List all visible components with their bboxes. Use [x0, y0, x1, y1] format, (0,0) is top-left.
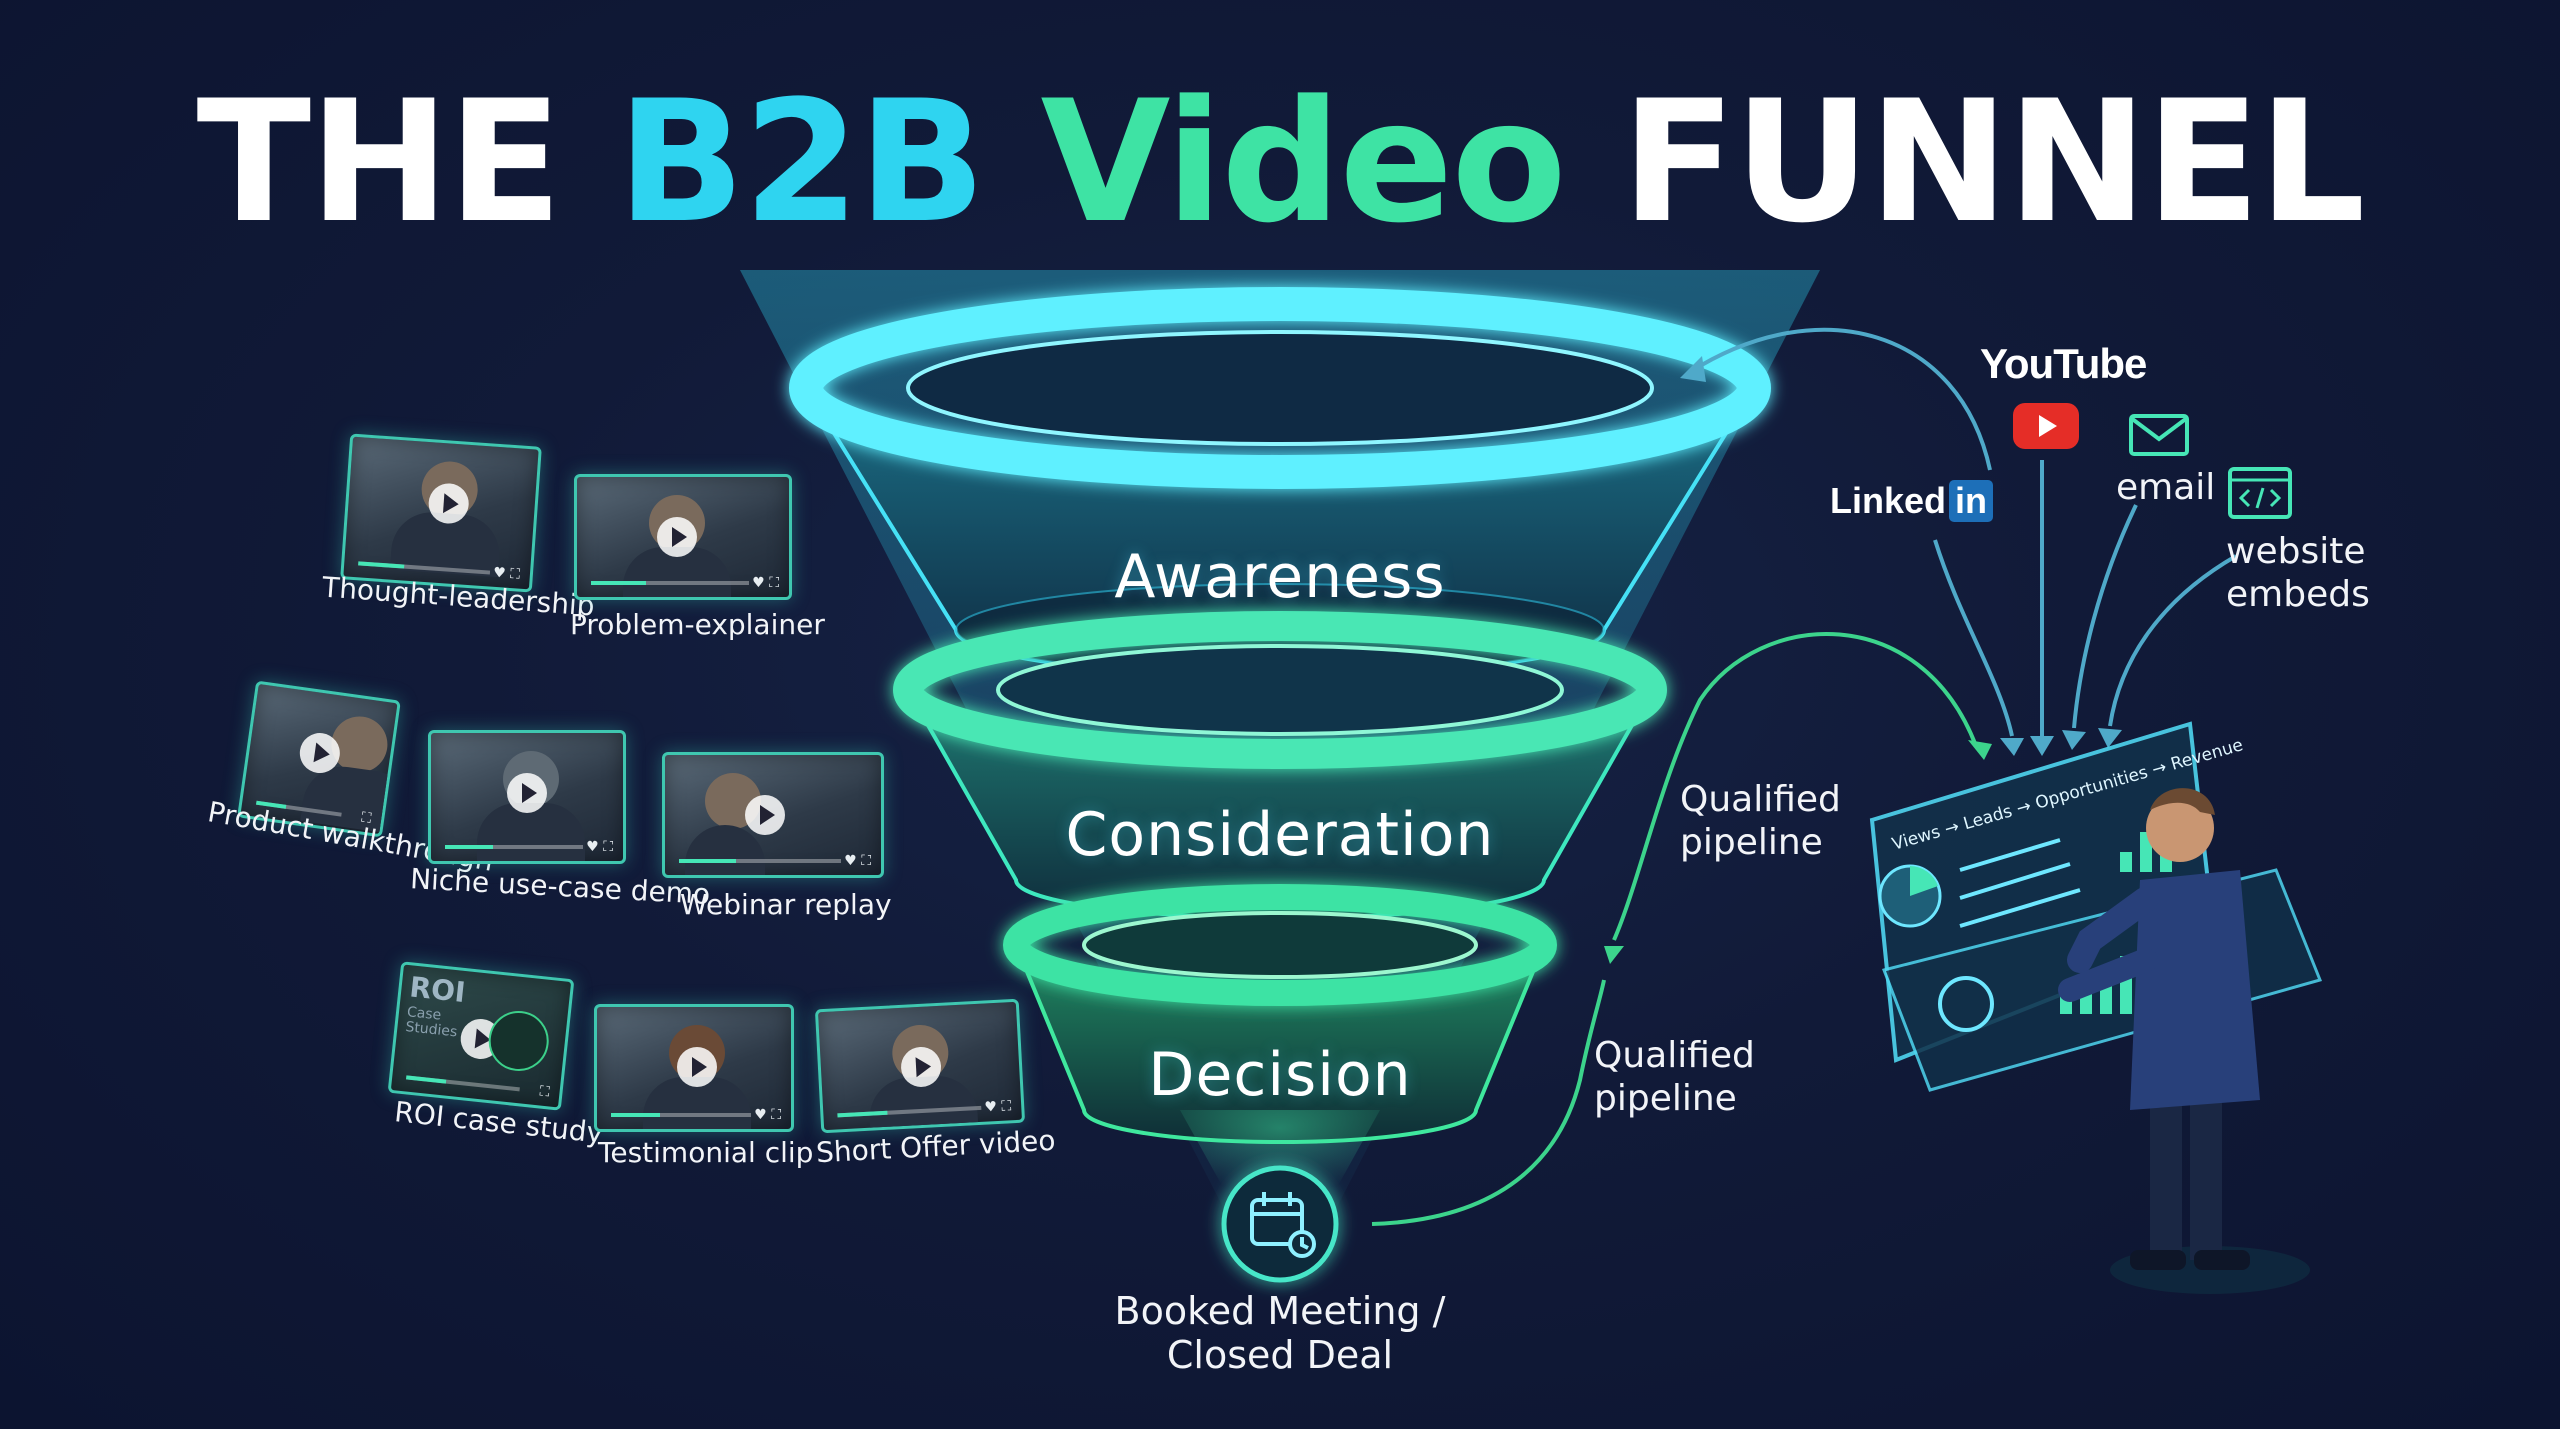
qualified-pipeline-label: Qualified pipeline	[1680, 779, 1841, 864]
player-controls-icon[interactable]: ⛶	[538, 1083, 551, 1101]
pipeline-arrows	[1371, 632, 1978, 1226]
linkedin-icon: in	[1949, 480, 1994, 522]
calendar-icon	[1250, 1192, 1316, 1258]
title-video: Video	[1040, 64, 1566, 260]
decision-rim	[1003, 884, 1557, 1006]
video-thumbnail[interactable]: ♥ ⛶	[594, 1004, 794, 1132]
progress-bar[interactable]	[406, 1075, 520, 1092]
website-embeds-label: website embeds	[2226, 531, 2370, 616]
player-controls-icon[interactable]: ♥ ⛶	[492, 564, 521, 583]
progress-bar[interactable]	[591, 581, 749, 585]
video-thumbnail[interactable]: ♥ ⛶	[340, 433, 542, 593]
outcome-line1: Booked Meeting /	[1114, 1289, 1446, 1333]
email-icon	[2129, 414, 2189, 456]
progress-bar[interactable]	[679, 859, 841, 863]
title-b2b: B2B	[616, 64, 986, 260]
video-label: Testimonial clip	[598, 1136, 814, 1169]
player-controls-icon[interactable]: ♥ ⛶	[754, 1107, 781, 1123]
youtube-play-icon	[2013, 403, 2079, 449]
video-thumbnail[interactable]: ♥ ⛶	[574, 474, 792, 600]
play-icon[interactable]	[745, 795, 785, 835]
stage-awareness-label: Awareness	[1114, 542, 1446, 612]
linkedin-word: Linked	[1830, 480, 1947, 521]
stage-decision-label: Decision	[1148, 1040, 1412, 1110]
outcome-line2: Closed Deal	[1166, 1332, 1394, 1377]
play-icon[interactable]	[507, 773, 547, 813]
progress-bar[interactable]	[611, 1113, 751, 1117]
video-thumbnail[interactable]: ROI Case Studies ⛶	[387, 961, 575, 1111]
roi-thumb-subtitle: Case Studies	[404, 1004, 458, 1041]
outcome-label: Booked Meeting / Closed Deal	[1080, 1289, 1480, 1377]
title-the: THE	[196, 64, 563, 260]
video-thumbnail[interactable]: ♥ ⛶	[662, 752, 884, 878]
stage-consideration-label: Consideration	[1065, 800, 1495, 870]
player-controls-icon[interactable]: ♥ ⛶	[586, 839, 613, 855]
code-embed-icon	[2228, 467, 2292, 519]
page-title: THE B2B Video FUNNEL	[0, 78, 2560, 246]
email-label: email	[2116, 467, 2216, 508]
analyst-person	[2058, 788, 2310, 1294]
player-controls-icon[interactable]: ♥ ⛶	[752, 575, 779, 591]
growth-chart-icon	[485, 1007, 552, 1074]
consideration-rim	[893, 611, 1667, 769]
player-controls-icon[interactable]: ♥ ⛶	[844, 853, 871, 869]
video-label: Problem-explainer	[570, 608, 825, 641]
video-label: Webinar replay	[680, 888, 892, 921]
player-controls-icon[interactable]: ♥ ⛶	[984, 1098, 1012, 1116]
video-thumbnail[interactable]: ♥ ⛶	[814, 998, 1026, 1134]
youtube-logo-text: YouTube	[1980, 340, 2147, 387]
awareness-rim	[789, 287, 1771, 489]
title-funnel: FUNNEL	[1621, 64, 2365, 260]
roi-thumb-title: ROI	[408, 970, 467, 1010]
qualified-pipeline-label: Qualified pipeline	[1594, 1035, 1755, 1120]
calendar-icon-circle	[1221, 1165, 1339, 1283]
play-icon[interactable]	[657, 517, 697, 557]
channel-arrows	[1688, 327, 2238, 737]
play-icon[interactable]	[677, 1047, 717, 1087]
progress-bar[interactable]	[445, 845, 583, 849]
video-thumbnail[interactable]: ♥ ⛶	[428, 730, 626, 864]
